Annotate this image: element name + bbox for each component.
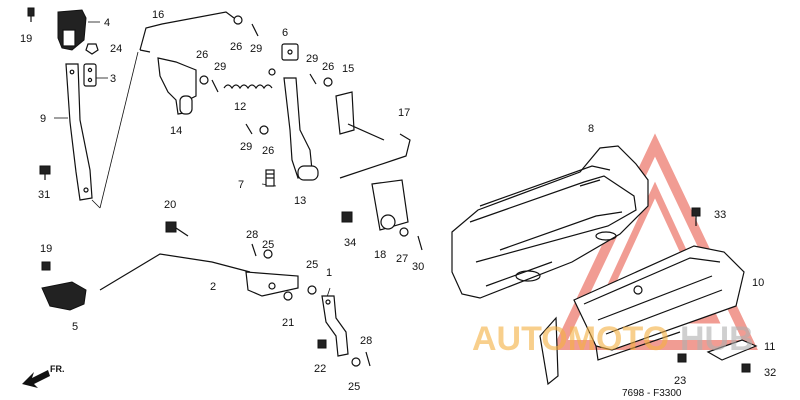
part-24-nut	[85, 43, 99, 55]
part-label: 26	[262, 145, 274, 157]
part-28-pin-a	[251, 243, 257, 257]
part-8-cover	[451, 145, 649, 299]
part-label: 29	[250, 43, 262, 55]
watermark-text: AUTOMOTO HUB	[472, 320, 754, 358]
part-26-washer-b	[199, 75, 209, 85]
part-14-bracket	[157, 57, 197, 115]
part-15-bracket	[335, 91, 385, 141]
part-label: 21	[282, 317, 294, 329]
part-28-pin-b	[365, 351, 371, 367]
watermark-text-left: AUTOMOTO	[472, 320, 669, 358]
part-19-screw-bottom	[41, 261, 51, 271]
part-1-bracket	[321, 295, 349, 357]
part-25-washer-c	[351, 357, 361, 367]
part-3-plate	[83, 63, 97, 87]
part-23-bolt	[677, 353, 687, 363]
part-29-pin-d	[309, 73, 317, 85]
part-22-bolt	[317, 339, 327, 349]
part-29-pin-a	[251, 23, 259, 37]
part-label: 8	[588, 123, 594, 135]
part-label: 3	[110, 73, 116, 85]
part-label: 15	[342, 63, 354, 75]
part-label: 11	[764, 341, 775, 353]
part-9-lever-arm	[65, 63, 93, 201]
part-label: 18	[374, 249, 386, 261]
washers-pins	[199, 15, 333, 135]
part-label: 10	[752, 277, 764, 289]
part-12-spring	[223, 68, 276, 90]
watermark-text-right: HUB	[680, 320, 754, 358]
part-11-plate	[706, 339, 758, 361]
part-5-grip	[41, 281, 87, 311]
part-27-washer	[399, 227, 409, 237]
part-label: 2	[210, 281, 216, 293]
part-label: 16	[152, 9, 164, 21]
part-label: 28	[246, 229, 258, 241]
part-26-washer-a	[233, 15, 243, 25]
part-label: 14	[170, 125, 182, 137]
part-18-plate	[371, 179, 409, 231]
part-label: 20	[164, 199, 176, 211]
part-19-screw-top	[27, 7, 35, 22]
part-25-washer-a	[263, 249, 273, 259]
part-29-pin-c	[245, 123, 253, 135]
part-20-bolt	[165, 221, 189, 237]
part-label: 19	[20, 33, 32, 45]
part-label: 31	[38, 189, 50, 201]
part-7-bolt	[265, 169, 275, 187]
part-2-rod	[99, 253, 299, 297]
front-direction-arrow: FR.	[22, 364, 65, 388]
part-6-block	[281, 43, 299, 61]
part-label: 33	[714, 209, 726, 221]
part-label: 1	[326, 267, 332, 279]
part-label: 34	[344, 237, 356, 249]
part-10-frame	[539, 245, 745, 386]
part-label: 30	[412, 261, 424, 273]
part-30-pin	[417, 235, 423, 251]
part-label: 12	[234, 101, 246, 113]
part-label: 25	[348, 381, 360, 393]
part-21-washer	[283, 291, 293, 301]
part-label: 22	[314, 363, 326, 375]
part-label: 26	[322, 61, 334, 73]
watermark-triangle-outer	[552, 133, 758, 350]
part-label: 6	[282, 27, 288, 39]
part-label: 4	[104, 17, 110, 29]
diagram-code: 7698 - F3300	[622, 388, 682, 399]
part-label: 24	[110, 43, 122, 55]
part-label: 25	[262, 239, 274, 251]
part-label: 7	[238, 179, 244, 191]
part-label: 26	[230, 41, 242, 53]
part-31-bolt	[39, 165, 51, 180]
part-label: 29	[240, 141, 252, 153]
part-labels: 1 2 3 4 5 6 7 8 9 10 11 12 13 14 15 16 1…	[20, 9, 776, 393]
part-label: 19	[40, 243, 52, 255]
part-17-rod	[339, 133, 411, 179]
part-label: 29	[306, 53, 318, 65]
part-label: 28	[360, 335, 372, 347]
part-26-washer-c	[259, 125, 269, 135]
part-26-washer-d	[323, 77, 333, 87]
lower-small-parts	[251, 243, 371, 367]
part-label: 29	[214, 61, 226, 73]
part-label: 23	[674, 375, 686, 387]
part-label: 27	[396, 253, 408, 265]
part-32-bolt	[741, 363, 751, 373]
front-direction-label: FR.	[50, 364, 65, 374]
part-label: 5	[72, 321, 78, 333]
part-label: 26	[196, 49, 208, 61]
part-13-arm	[283, 77, 319, 181]
part-label: 13	[294, 195, 306, 207]
part-16-rod	[139, 11, 235, 53]
part-label: 32	[764, 367, 776, 379]
part-4-grip	[57, 9, 87, 51]
part-25-washer-b	[307, 285, 317, 295]
part-label: 17	[398, 107, 410, 119]
part-34-bolt	[341, 211, 353, 223]
part-29-pin-b	[211, 79, 219, 93]
part-33-bolt	[691, 207, 701, 226]
part-label: 25	[306, 259, 318, 271]
part-label: 9	[40, 113, 46, 125]
